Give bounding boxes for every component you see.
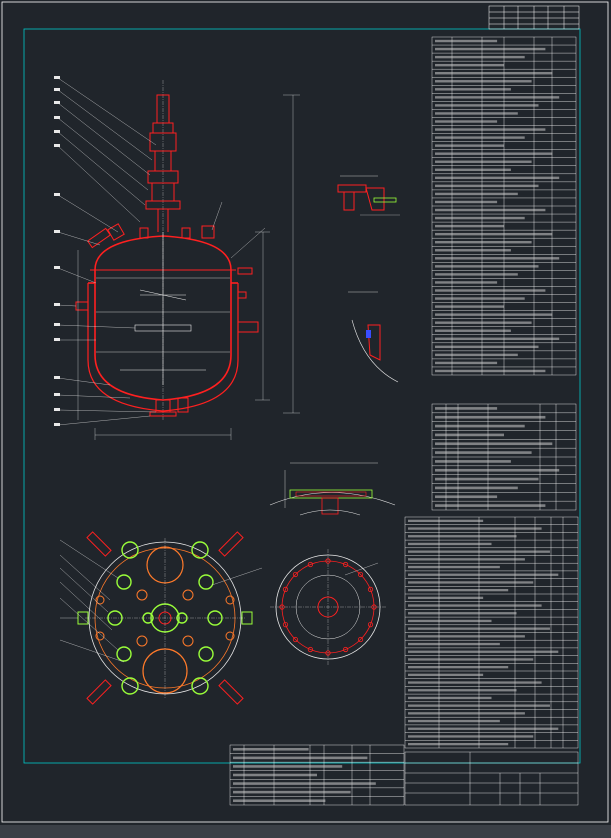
lower-parts-list-table <box>229 744 405 806</box>
nozzle-orientation-view <box>59 531 263 705</box>
drive-assembly <box>145 94 181 232</box>
shell-arc-detail <box>348 291 399 383</box>
flange-detail-view <box>337 175 400 216</box>
outer-frame <box>1 1 609 823</box>
parts-list-table <box>404 516 579 749</box>
technical-characteristics-table <box>431 36 577 376</box>
status-bar <box>0 825 611 838</box>
title-block <box>404 751 579 806</box>
vessel-elevation-view <box>54 76 300 440</box>
nozzle-table <box>431 403 577 511</box>
drawing-code-box <box>488 5 580 30</box>
agitator <box>120 232 206 385</box>
inner-border <box>23 28 581 764</box>
bottom-outlet <box>149 397 189 417</box>
base-section-view <box>269 462 396 516</box>
flange-plan-view <box>270 549 386 665</box>
